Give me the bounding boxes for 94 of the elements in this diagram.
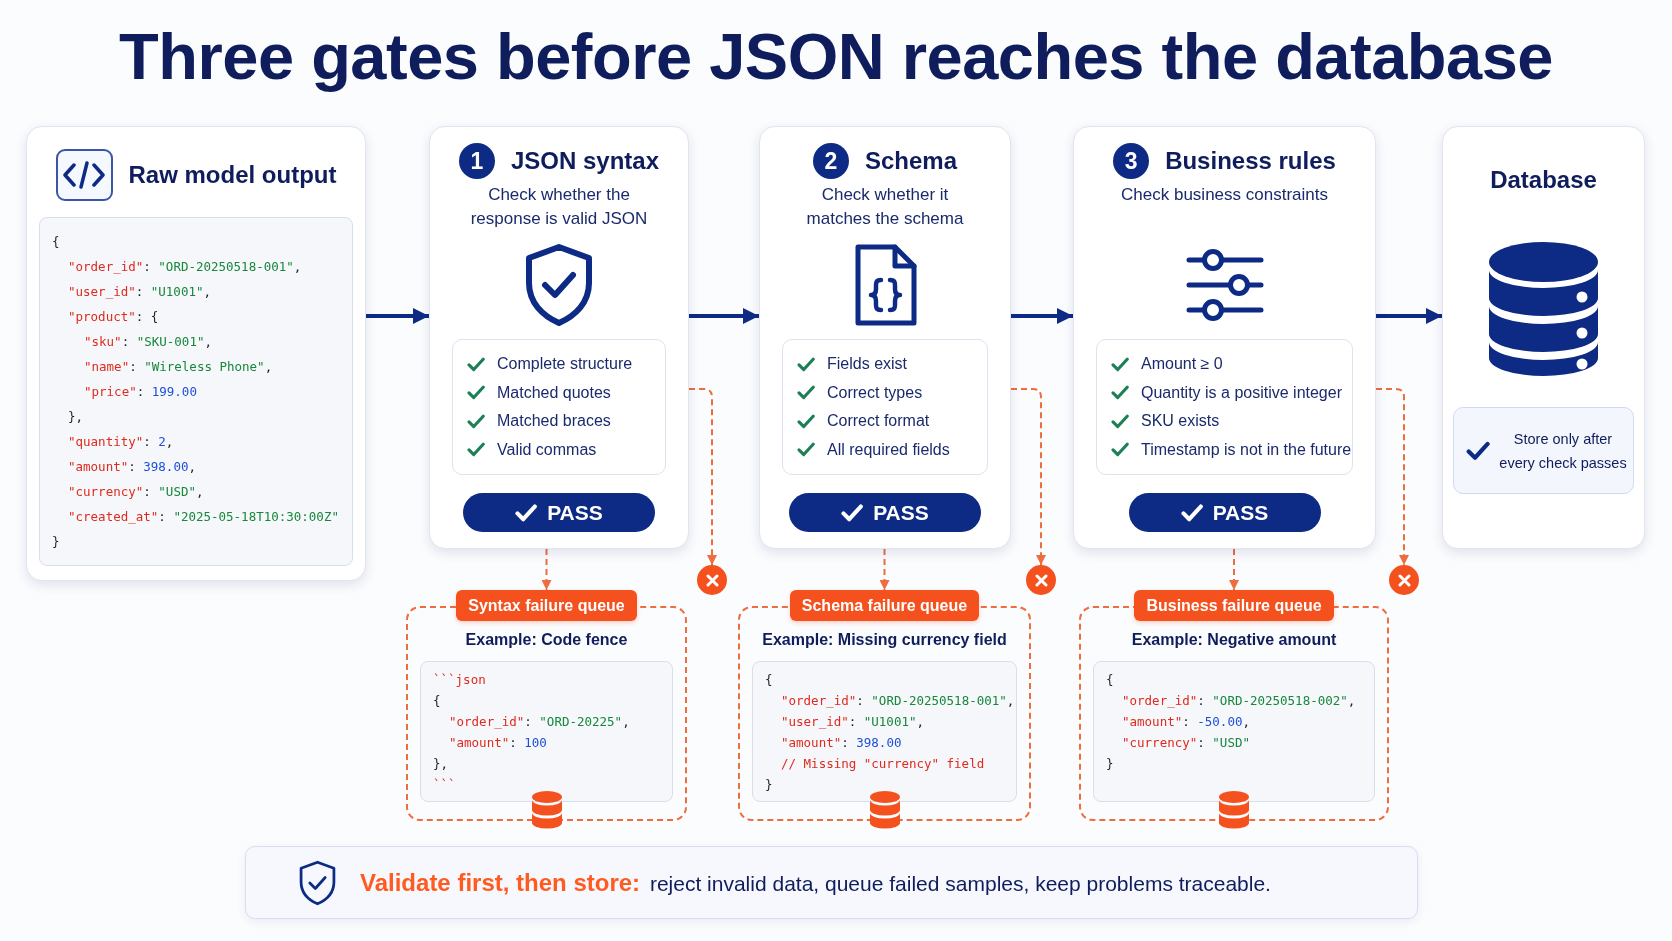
card-title: Database [1490, 165, 1597, 195]
dashed-arrow [1375, 388, 1409, 566]
card-description: Check whether it matches the schema [805, 184, 965, 230]
code-line: "order_id": "ORD-20250518-001", [781, 693, 1015, 708]
code-line: }, [433, 756, 449, 771]
code-line: { [765, 672, 773, 687]
checklist-item: Correct format [827, 412, 930, 431]
code-line: "user_id": "U1001", [68, 284, 211, 299]
cross-circle-icon [1026, 565, 1056, 595]
database-card [1442, 126, 1645, 549]
pass-badge [1128, 493, 1321, 532]
code-line: "name": "Wireless Phone", [84, 359, 273, 374]
dashed-arrow [1010, 388, 1046, 566]
checklist-item: Amount ≥ 0 [1141, 355, 1223, 374]
pass-badge [789, 493, 981, 532]
code-line: "amount": 398.00 [781, 735, 902, 750]
card-description: Check whether the response is valid JSON [469, 184, 649, 230]
gate-card [429, 126, 689, 549]
checklist-panel [782, 339, 988, 475]
card-description: Check business constraints [1121, 184, 1328, 206]
code-line: "price": 199.00 [84, 384, 197, 399]
card-title: JSON syntax [510, 147, 660, 175]
example-heading: Example: Missing currency field [762, 630, 1007, 650]
example-heading: Example: Negative amount [1131, 630, 1337, 650]
checklist-item: Fields exist [827, 355, 908, 374]
code-line: "currency": "USD", [68, 484, 204, 499]
dashed-arrow [879, 548, 890, 591]
code-line: "amount": -50.00, [1122, 714, 1250, 729]
queue-tag: Business failure queue [1134, 590, 1334, 621]
checklist-item: Complete structure [497, 355, 633, 374]
code-panel [1093, 661, 1375, 802]
code-line: "user_id": "U1001", [781, 714, 924, 729]
checklist-item: All required fields [827, 440, 950, 459]
checklist-item: Correct types [827, 383, 923, 402]
checklist-panel [1096, 339, 1353, 475]
gate-card [759, 126, 1011, 549]
status-label: PASS [547, 500, 603, 525]
status-label: PASS [1212, 500, 1269, 525]
summary-text: Validate first, then store: reject invalid data, queue failed samples, keep problems traceable. [360, 868, 1271, 897]
step-number-badge: 2 [812, 143, 849, 179]
code-line: "created_at": "2025-05-18T10:30:00Z" [68, 509, 339, 524]
code-line: ``` [433, 777, 456, 792]
step-number-badge: 1 [458, 143, 495, 179]
code-line: { [52, 234, 60, 249]
summary-banner [245, 846, 1418, 919]
queue-tag: Schema failure queue [789, 590, 980, 621]
code-line: "order_id": "ORD-20250518-001", [68, 259, 302, 274]
arrow [366, 308, 429, 324]
checklist-item: Timestamp is not in the future [1141, 440, 1352, 459]
checklist-item: Quantity is a positive integer [1141, 383, 1342, 402]
status-label: PASS [873, 500, 929, 525]
note-panel [1453, 407, 1634, 494]
code-line: { [1106, 672, 1114, 687]
code-line: "order_id": "ORD-20250518-002", [1122, 693, 1356, 708]
checklist-item: Valid commas [497, 440, 597, 459]
code-line: } [52, 534, 60, 549]
card-title: Schema [864, 147, 958, 175]
code-line: "amount": 398.00, [68, 459, 196, 474]
checklist-item: SKU exists [1141, 412, 1220, 431]
example-heading: Example: Code fence [465, 630, 628, 650]
cross-circle-icon [1389, 565, 1419, 595]
code-line: "quantity": 2, [68, 434, 174, 449]
code-line: } [765, 777, 773, 792]
code-panel [420, 661, 673, 802]
card-title: Business rules [1165, 147, 1336, 175]
output-card [26, 126, 366, 581]
code-panel [752, 661, 1017, 802]
code-line: "sku": "SKU-001", [84, 334, 212, 349]
queue-tag: Syntax failure queue [456, 590, 637, 621]
code-panel [39, 217, 353, 566]
cross-circle-icon [697, 565, 727, 595]
code-line: "product": { [68, 309, 159, 324]
code-line: "currency": "USD" [1122, 735, 1250, 750]
code-line: ```json [433, 672, 486, 687]
arrow [1376, 308, 1442, 324]
code-line: { [433, 693, 441, 708]
arrow [689, 308, 759, 324]
checklist-item: Matched quotes [497, 383, 611, 402]
code-line: "order_id": "ORD-20225", [449, 714, 630, 729]
code-line: } [1106, 756, 1114, 771]
arrow [1011, 308, 1073, 324]
checklist-item: Matched braces [497, 412, 611, 431]
dashed-arrow [1229, 548, 1239, 591]
dashed-arrow [541, 548, 552, 591]
step-number-badge: 3 [1113, 143, 1150, 179]
code-line: }, [68, 409, 84, 424]
checklist-panel [452, 339, 666, 475]
code-line: "amount": 100 [449, 735, 547, 750]
page-title: Three gates before JSON reaches the database [119, 19, 1553, 95]
card-title: Raw model output [128, 161, 337, 189]
note-text: Store only after every check passes [1498, 429, 1628, 473]
pass-badge [463, 493, 655, 532]
gate-card [1073, 126, 1376, 549]
code-line: // Missing "currency" field [781, 756, 985, 771]
